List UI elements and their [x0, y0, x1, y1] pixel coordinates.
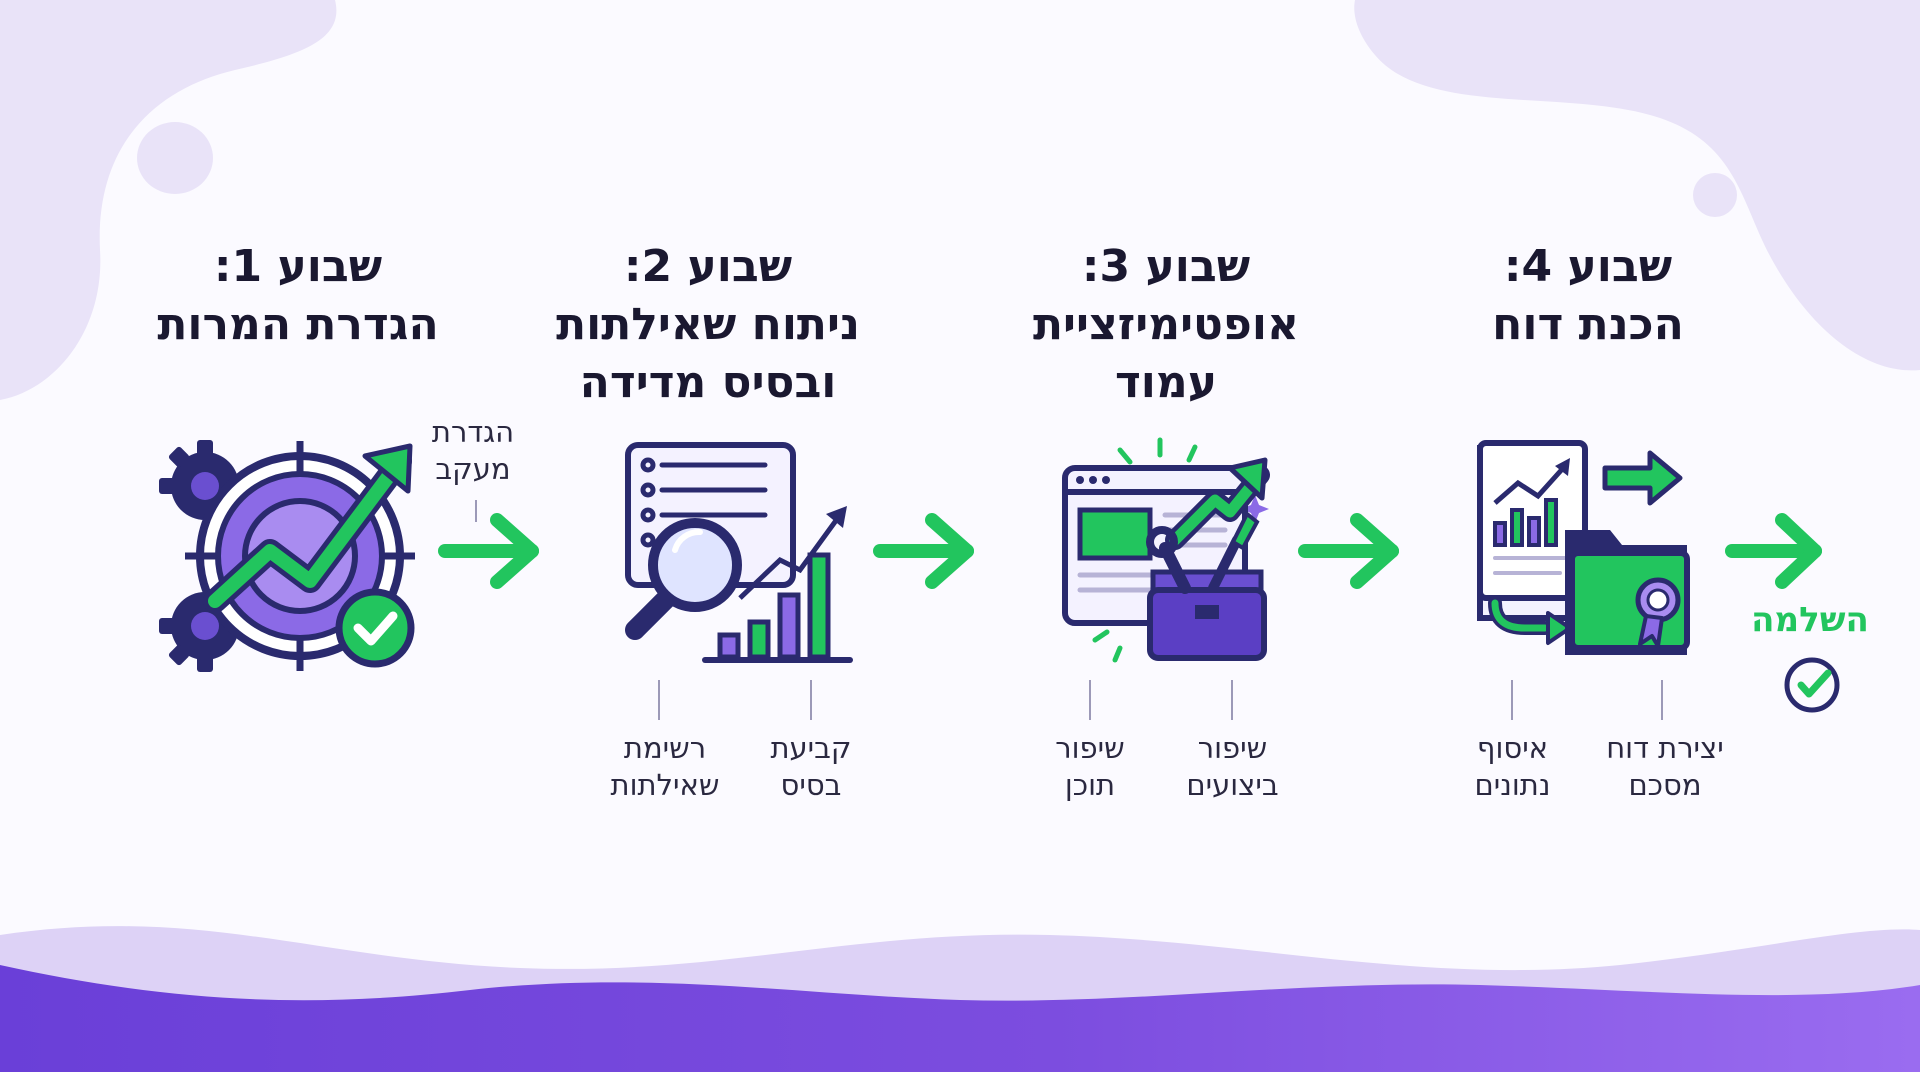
week-3-title: שבוע 3: אופטימיזציית עמוד [956, 238, 1376, 412]
week-2-name-line2: ובסיס מדידה [579, 357, 837, 408]
week-2-number: שבוע 2: [623, 241, 793, 292]
week-3-sublabel-content: שיפור תוכן [1055, 731, 1125, 802]
report-folder-icon [1477, 440, 1690, 655]
target-gears-growth-icon [159, 440, 415, 672]
check-circle-icon [1784, 657, 1840, 713]
week-2-sublabel-query-list: רשימת שאילתות [610, 731, 720, 802]
week-4-title: שבוע 4: הכנת דוח [1378, 238, 1798, 354]
arrow-right-icon [873, 513, 974, 589]
week-3-number: שבוע 3: [1081, 241, 1251, 292]
finish-label: השלמה [1751, 600, 1869, 640]
week-2-title: שבוע 2: ניתוח שאילתות ובסיס מדידה [498, 238, 918, 412]
week-4-sublabel-data-collection: איסוף נתונים [1474, 731, 1551, 802]
week-3-name-line1: אופטימיזציית [1032, 299, 1300, 350]
arrow-right-icon [1298, 513, 1399, 589]
week-1-sublabel-tracking: הגדרת מעקב [431, 415, 515, 486]
week-1-number: שבוע 1: [213, 241, 383, 292]
week-3-sublabel-performance: שיפור ביצועים [1186, 731, 1279, 802]
arrow-right-icon [1725, 513, 1822, 589]
week-2-name-line1: ניתוח שאילתות [556, 299, 860, 350]
week-1-title: שבוע 1: הגדרת המרות [88, 238, 508, 354]
week-2-sublabel-baseline: קביעת בסיס [770, 731, 852, 802]
week-4-number: שבוע 4: [1503, 241, 1673, 292]
week-3-name-line2: עמוד [1114, 357, 1218, 408]
document-magnifier-chart-icon [625, 442, 853, 663]
week-4-sublabel-summary-report: יצירת דוח מסכם [1606, 731, 1724, 802]
arrow-right-icon [438, 513, 539, 589]
browser-toolbox-icon [1062, 437, 1270, 663]
week-1-name: הגדרת המרות [157, 299, 439, 350]
week-4-name: הכנת דוח [1492, 299, 1684, 350]
